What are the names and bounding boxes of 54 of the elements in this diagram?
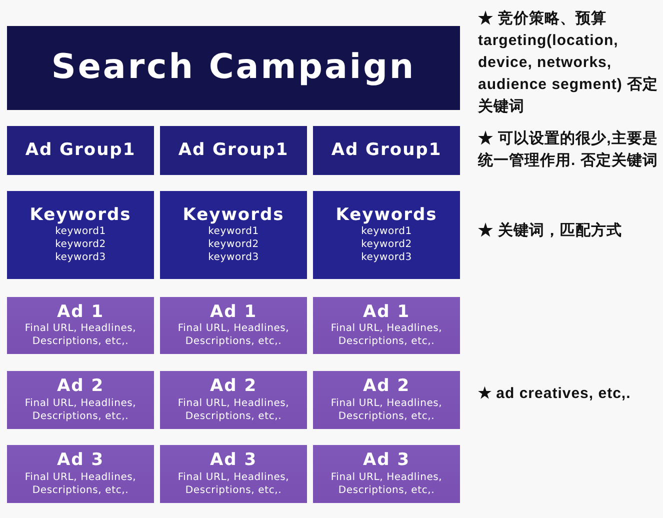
box-title: Ad Group1	[178, 140, 289, 160]
hierarchy-box	[313, 191, 460, 279]
box-title: Ad 3	[210, 451, 258, 471]
side-note: ★ ad creatives, etc,.	[478, 384, 632, 404]
box-detail: Final URL, Headlines, Descriptions, etc,.	[330, 470, 444, 497]
hierarchy-box	[313, 371, 460, 429]
box-detail: keyword1	[208, 225, 259, 238]
box-detail: Final URL, Headlines, Descriptions, etc,.	[176, 322, 290, 348]
box-detail: keyword3	[55, 251, 106, 264]
box-title: Ad 2	[56, 377, 104, 397]
hierarchy-box	[7, 445, 154, 503]
hierarchy-box	[160, 297, 307, 354]
hierarchy-box	[160, 126, 307, 175]
side-note: ★ 可以设置的很少,主要是统一管理作用. 否定关键词	[478, 128, 659, 171]
box-title: Search Campaign	[51, 48, 416, 88]
hierarchy-box	[160, 445, 307, 503]
box-detail: keyword2	[361, 238, 412, 252]
box-detail: keyword2	[208, 238, 259, 252]
box-title: Ad 3	[362, 451, 410, 471]
box-detail: Final URL, Headlines, Descriptions, etc,.	[24, 322, 138, 348]
hierarchy-box	[313, 126, 460, 175]
hierarchy-box	[313, 445, 460, 503]
hierarchy-box	[7, 371, 154, 429]
hierarchy-box	[313, 297, 460, 354]
box-detail: Final URL, Headlines, Descriptions, etc,.	[330, 396, 444, 423]
box-title: Ad 2	[210, 377, 258, 397]
box-title: Ad 1	[362, 302, 410, 322]
box-detail: keyword2	[55, 238, 106, 252]
box-detail: keyword3	[208, 251, 259, 264]
box-title: Ad 3	[56, 451, 104, 471]
box-detail: keyword1	[361, 225, 412, 238]
box-detail: Final URL, Headlines, Descriptions, etc,.	[330, 322, 444, 348]
box-title: Keywords	[182, 206, 284, 226]
hierarchy-box	[160, 191, 307, 279]
box-title: Ad Group1	[331, 140, 442, 160]
hierarchy-box	[7, 126, 154, 175]
box-title: Ad Group1	[25, 140, 136, 160]
hierarchy-box	[7, 191, 154, 279]
side-note: ★ 竞价策略、预算 targeting(location, device, networks, audience segment) 否定关键词	[478, 9, 660, 117]
box-title: Ad 2	[362, 377, 410, 397]
hierarchy-box	[7, 297, 154, 354]
box-title: Keywords	[336, 206, 438, 226]
box-detail: Final URL, Headlines, Descriptions, etc,.	[176, 470, 290, 497]
hierarchy-box	[160, 371, 307, 429]
box-title: Ad 1	[56, 302, 104, 322]
box-detail: Final URL, Headlines, Descriptions, etc,.	[176, 396, 290, 423]
side-note: ★ 关键词，匹配方式	[478, 221, 624, 241]
box-title: Ad 1	[210, 302, 258, 322]
box-title: Keywords	[30, 206, 132, 226]
hierarchy-box	[7, 26, 460, 110]
box-detail: keyword1	[55, 225, 106, 238]
box-detail: Final URL, Headlines, Descriptions, etc,.	[24, 396, 138, 423]
box-detail: Final URL, Headlines, Descriptions, etc,.	[24, 470, 138, 497]
box-detail: keyword3	[361, 251, 412, 264]
